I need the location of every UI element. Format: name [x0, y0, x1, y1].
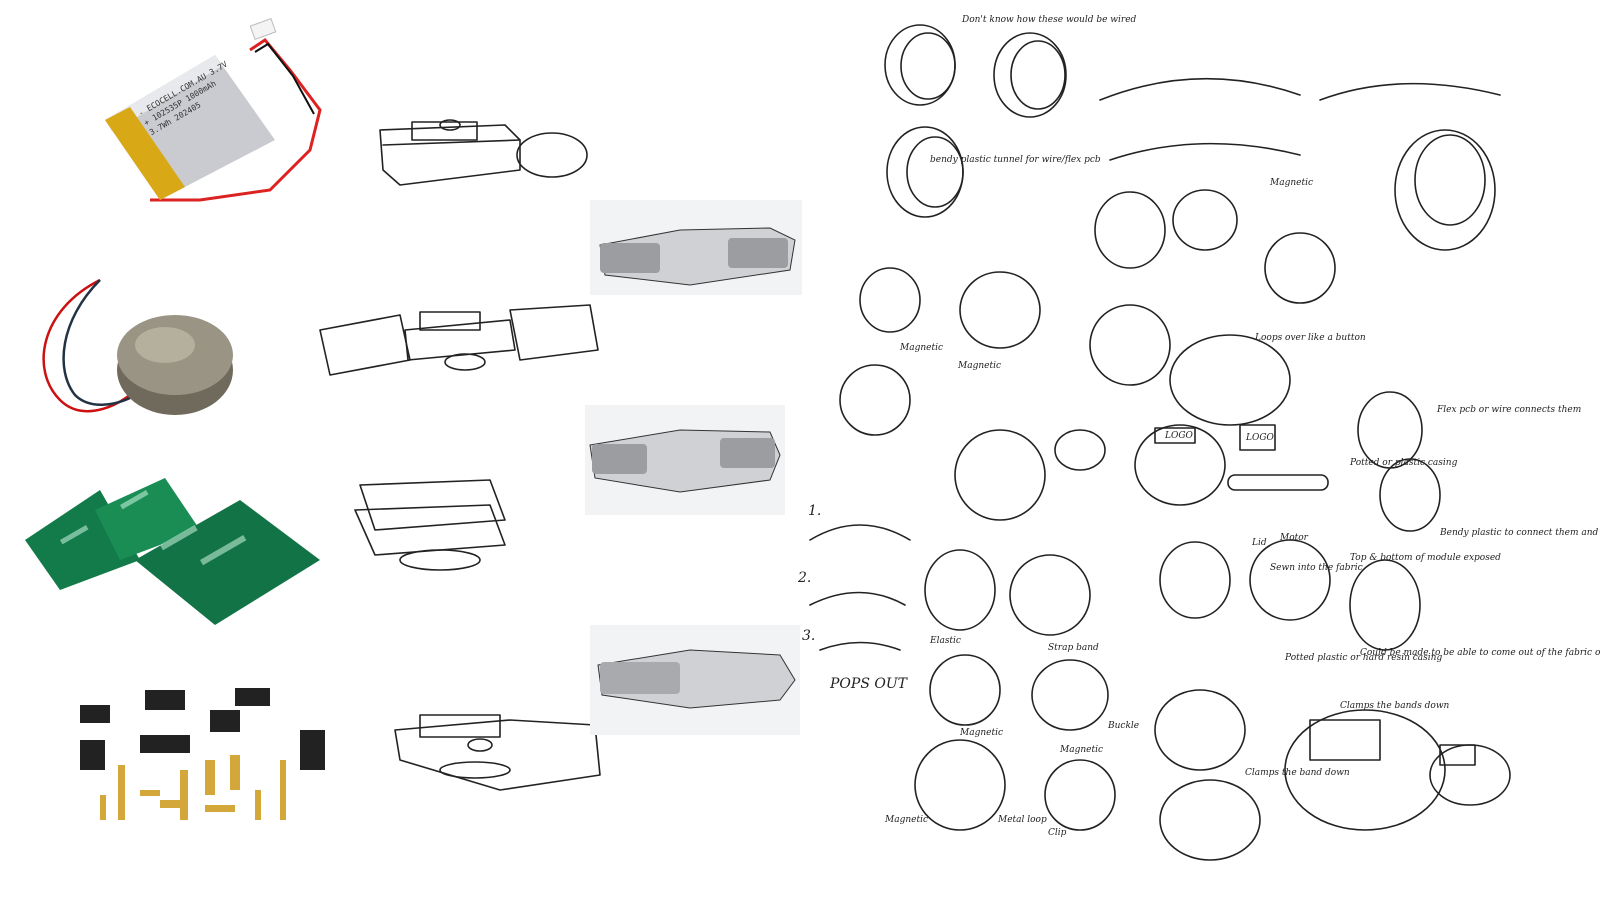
note-clamps: Clamps the band down [1245, 768, 1350, 778]
note-top-bottom: Top & bottom of module exposed [1350, 553, 1501, 563]
note-clamps: Clamps the bands down [1340, 701, 1450, 711]
note-sewn: Sewn into the fabric [1270, 563, 1363, 573]
lipo-battery-image: - ECOCELL.COM.AU 3.7V + 102535P 1000mAh … [105, 18, 322, 202]
note-step2: 2. [797, 570, 811, 586]
note-magnetic: Magnetic [957, 361, 1001, 371]
note-potted2: Potted plastic or hard resin casing [1284, 653, 1442, 663]
note-logo: LOGO [1164, 431, 1194, 441]
note-potted: Potted or plastic casing [1349, 458, 1458, 468]
note-motor: Motor [1279, 533, 1309, 543]
note-tunnel: bendy plastic tunnel for wire/flex pcb [930, 155, 1101, 165]
wristband-sketches [809, 24, 1511, 861]
note-step1: 1. [808, 503, 821, 519]
vibration-motor-image [42, 278, 233, 415]
note-logo: LOGO [1245, 433, 1275, 443]
note-buckle: Buckle [1107, 721, 1139, 731]
sketch-annotations: Don't know how these would be wired bend… [797, 15, 1600, 838]
note-loops: Loops over like a button [1254, 333, 1366, 343]
note-magnetic: Magnetic [959, 728, 1003, 738]
note-magnetic: Magnetic [1059, 745, 1103, 755]
pcb-boards-image [25, 478, 320, 625]
note-step3: 3. [802, 628, 815, 644]
note-elastic: Elastic [929, 636, 961, 646]
note-metal-loop: Metal loop [997, 815, 1047, 825]
note-strap: Strap band [1048, 643, 1099, 653]
note-could: Could be made to be able to come out of … [1360, 648, 1600, 658]
module-renders [585, 200, 802, 735]
note-lid: Lid [1251, 538, 1267, 548]
note-flex: Flex pcb or wire connects them [1436, 405, 1581, 415]
note-clip: Clip [1048, 828, 1067, 838]
module-sketches [319, 119, 601, 791]
note-pops-out: POPS OUT [829, 676, 909, 692]
note-bendy: Bendy plastic to connect them and allow … [1439, 528, 1600, 538]
note-magnetic: Magnetic [1269, 178, 1313, 188]
note-magnetic: Magnetic [884, 815, 928, 825]
note-wiring: Don't know how these would be wired [961, 15, 1137, 25]
pogo-pins-image [80, 688, 325, 820]
note-magnetic: Magnetic [899, 343, 943, 353]
